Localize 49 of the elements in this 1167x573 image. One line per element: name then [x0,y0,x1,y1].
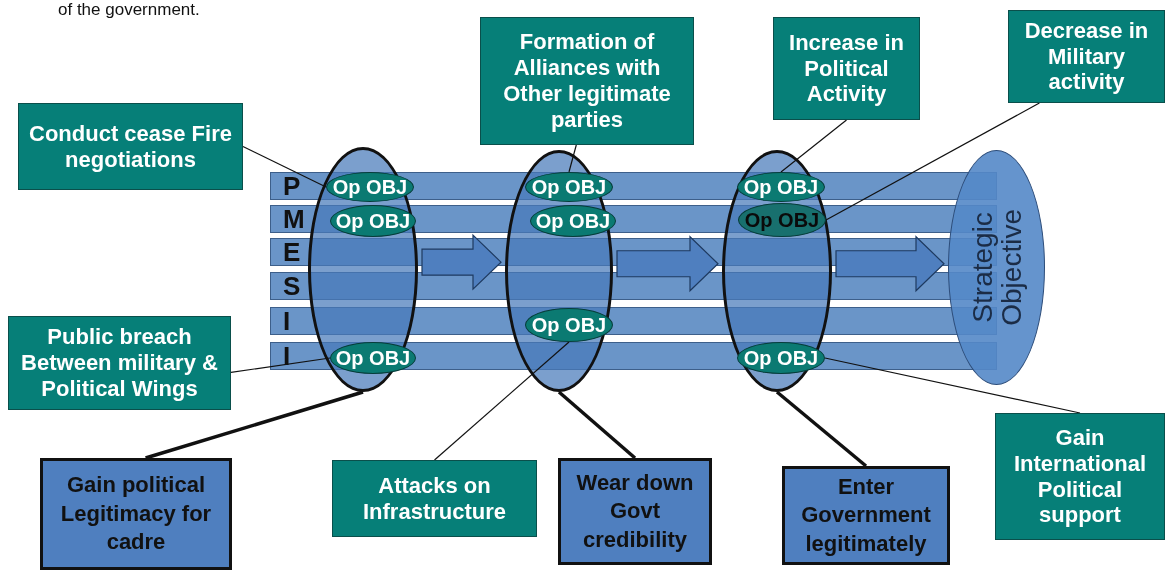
objective-label: Op OBJ [743,175,819,199]
goal-box [558,458,712,565]
text-box [18,103,243,190]
leader-line [825,102,1040,221]
goal-box [40,458,232,570]
box-text: Formation of Alliances with Other legitimate parties [502,29,672,133]
block-arrow [616,235,719,293]
objective-label: Op OBJ [332,175,408,199]
leader-line [568,144,577,173]
text-box [773,17,920,120]
objective-label: Op OBJ [531,175,607,199]
box-text: Public breach Between military & Political Wings [20,324,219,402]
connector-line [557,390,637,460]
row-letter: P [283,170,301,202]
row-letter: I [283,340,291,372]
text-box [332,460,537,537]
note-text: of the government. [58,0,200,20]
box-text: Decrease in Military activity [1023,17,1150,96]
leader-line [780,119,848,173]
text-box [1008,10,1165,103]
objective-label: Op OBJ [335,346,411,370]
block-arrow [421,233,502,291]
connector-line [775,390,868,468]
row-letter: E [283,236,301,268]
objective-label: Op OBJ [531,313,607,337]
row-letter: I [283,305,291,337]
leader-line [433,341,570,461]
text-box [480,17,694,145]
box-text: Wear down Govt credibility [575,468,695,554]
box-text: Enter Government legitimately [800,472,932,558]
box-text: Strategic Objective [967,208,1026,328]
leader-line [824,357,1081,414]
objective-label: Op OBJ [335,209,411,233]
box-text: Conduct cease Fire negotiations [28,120,233,173]
box-text: Gain political Legitimacy for cadre [59,471,213,557]
objective-label: Op OBJ [743,346,819,370]
text-box [995,413,1165,540]
box-text: Increase in Political Activity [788,29,905,108]
goal-box [782,466,950,565]
row-letter: M [283,203,305,235]
objective-label: Op OBJ [744,208,820,232]
objective-label: Op OBJ [535,209,611,233]
box-text: Gain International Political support [1013,424,1147,529]
box-text: Attacks on Infrastructure [361,472,507,525]
leader-line [242,145,327,188]
block-arrow [835,235,945,293]
text-box [8,316,231,410]
connector-line [145,390,364,460]
row-letter: S [283,270,301,302]
